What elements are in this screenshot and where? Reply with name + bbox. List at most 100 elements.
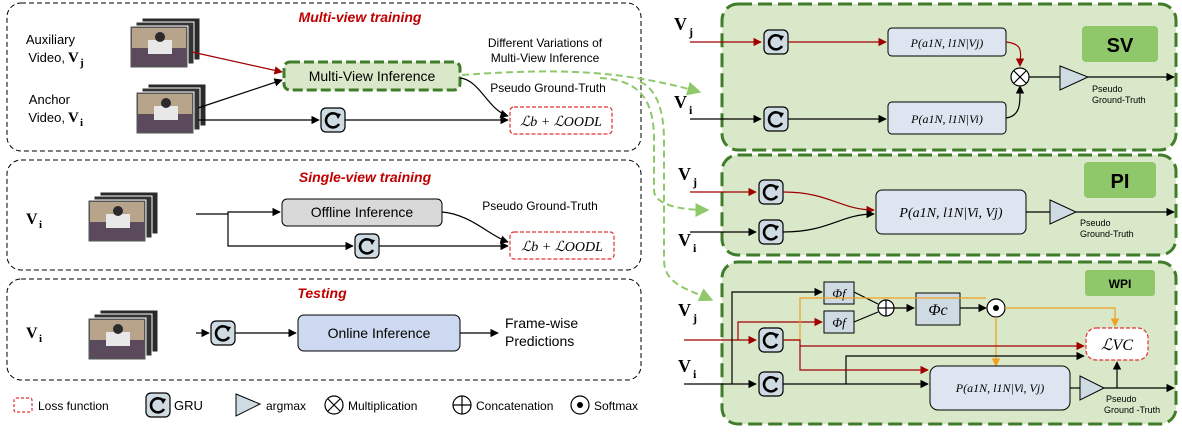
pi-input-i-var: V [678, 230, 691, 250]
multiview-border [6, 2, 642, 152]
multiview-gru-icon [319, 106, 347, 134]
wpi-gru-j-to-loss-arrow [783, 339, 1085, 351]
pi-panel: PI V j V i P(a1N, l1N|Vi, Vj) Pseudo Gro… [678, 153, 1178, 257]
wpi-phif-bottom-label: Φf [832, 315, 848, 330]
sv-input-j-var: V [674, 14, 687, 34]
wpi-badge [1085, 270, 1155, 296]
sv-output-line2: Ground-Truth [1092, 95, 1146, 105]
wpi-vj-to-phif-arrow [737, 317, 823, 340]
testing-border [6, 278, 642, 381]
variant-connectors [461, 70, 714, 302]
pi-gru-i-icon [757, 218, 785, 246]
wpi-phif-top-label: Φf [832, 286, 848, 301]
wpi-loss-box [1085, 327, 1149, 361]
wpi-gru-j-to-prob-arrow [799, 346, 929, 375]
pi-output-line1: Pseudo [1080, 218, 1111, 228]
pi-input-i-sub: i [693, 241, 697, 255]
connector-to-wpi [639, 81, 714, 302]
offline-inference-label: Offline Inference [311, 204, 414, 220]
testing-section: Testing V i Online Inference Frame-wise … [6, 278, 642, 381]
multiview-inference-box [282, 60, 462, 92]
variations-line2: Multi-View Inference [491, 51, 600, 65]
multiview-section: Multi-view training Auxiliary Video, V j… [6, 2, 642, 152]
wpi-badge-label: WPI [1109, 277, 1132, 291]
multiview-title: Multi-view training [299, 9, 422, 25]
aux-label-1: Auxiliary [26, 32, 76, 47]
wpi-phif-bottom-to-concat [853, 311, 879, 323]
wpi-softmax-icon [986, 298, 1006, 318]
legend-loss-swatch [13, 397, 33, 413]
sv-panel-border [720, 2, 1178, 152]
wpi-gru-i-to-loss-arrow [845, 351, 1085, 384]
wpi-input-i-var: V [678, 356, 691, 376]
aux-sub: j [79, 57, 84, 69]
pi-gru-j-icon [757, 178, 785, 206]
wpi-input-j-var: V [678, 300, 691, 320]
pi-gru-i-to-prob-arrow [782, 209, 875, 233]
pi-badge-label: PI [1111, 171, 1130, 193]
aux-video-frames [129, 17, 201, 69]
sv-input-i-sub: i [689, 103, 693, 117]
legend-gru-label: GRU [174, 398, 203, 413]
legend-softmax-icon [570, 395, 590, 415]
wpi-input-j-sub: j [692, 311, 697, 325]
pi-input-j-var: V [678, 164, 691, 184]
sv-badge-label: SV [1107, 35, 1134, 57]
legend-mult-label: Multiplication [348, 399, 417, 413]
connector-to-pi [599, 77, 710, 217]
wpi-phic-label: Φc [928, 302, 947, 319]
singleview-border [6, 159, 642, 271]
pi-input-j-sub: j [692, 175, 697, 189]
legend-argmax-label: argmax [266, 399, 306, 413]
wpi-argmax-icon [1079, 375, 1106, 401]
sv-argmax-icon [1059, 65, 1090, 91]
legend-multiplication-icon [324, 395, 344, 415]
connector-to-sv [461, 70, 702, 96]
wpi-output-line2: Ground -Truth [1104, 405, 1160, 415]
testing-gru-icon [209, 319, 237, 347]
anchor-sub: i [80, 117, 83, 129]
aux-label-2: Video, [28, 50, 65, 65]
legend-softmax-label: Softmax [594, 399, 638, 413]
multiview-to-loss-arrow [459, 77, 509, 118]
aux-to-multiview-arrow [191, 51, 283, 75]
wpi-loss-label: ℒVC [1101, 337, 1133, 354]
variations-line1: Different Variations of [488, 36, 603, 50]
multiview-inference-label: Multi-View Inference [309, 68, 436, 84]
wpi-input-i-sub: i [693, 367, 697, 381]
singleview-to-gru-arrow [227, 214, 354, 251]
multiview-pseudo-gt: Pseudo Ground-Truth [490, 81, 606, 95]
sv-badge [1082, 26, 1158, 62]
wpi-output-line1: Pseudo [1106, 394, 1137, 404]
sv-prob-i-to-mult-arrow [1005, 85, 1025, 119]
testing-var: V [26, 325, 38, 342]
legend-loss-label: Loss function [38, 399, 109, 413]
wpi-vi-to-phif-arrow [731, 287, 823, 384]
singleview-loss-box [509, 231, 615, 260]
sv-output-line1: Pseudo [1092, 84, 1123, 94]
singleview-loss-label: ℒb + ℒOODL [521, 240, 603, 255]
legend-concat-label: Concatenation [476, 399, 553, 413]
anchor-label-2: Video, [28, 110, 65, 125]
sv-input-j-sub: j [688, 25, 693, 39]
singleview-var: V [26, 211, 38, 228]
testing-title: Testing [297, 285, 347, 301]
singleview-gru-icon [353, 232, 381, 260]
aux-var: V [68, 50, 79, 66]
sv-gru-j-icon [762, 28, 790, 56]
pi-badge [1084, 162, 1156, 198]
singleview-to-offline-arrow [196, 207, 281, 217]
legend-argmax-icon [235, 393, 262, 417]
anchor-to-multiview-arrow [197, 78, 283, 109]
wpi-gru-j-icon [757, 326, 785, 354]
legend-concatenation-icon [452, 395, 472, 415]
pi-gru-j-to-prob-arrow [782, 191, 875, 215]
anchor-video-frames [135, 83, 207, 135]
sv-input-i-var: V [674, 92, 687, 112]
anchor-label-1: Anchor [29, 92, 71, 107]
pi-output-line2: Ground-Truth [1080, 229, 1134, 239]
wpi-gru-i-icon [757, 370, 785, 398]
multiview-loss-label: ℒb + ℒOODL [520, 115, 602, 130]
singleview-section: Single-view training V i Offline Inferen… [6, 159, 642, 271]
